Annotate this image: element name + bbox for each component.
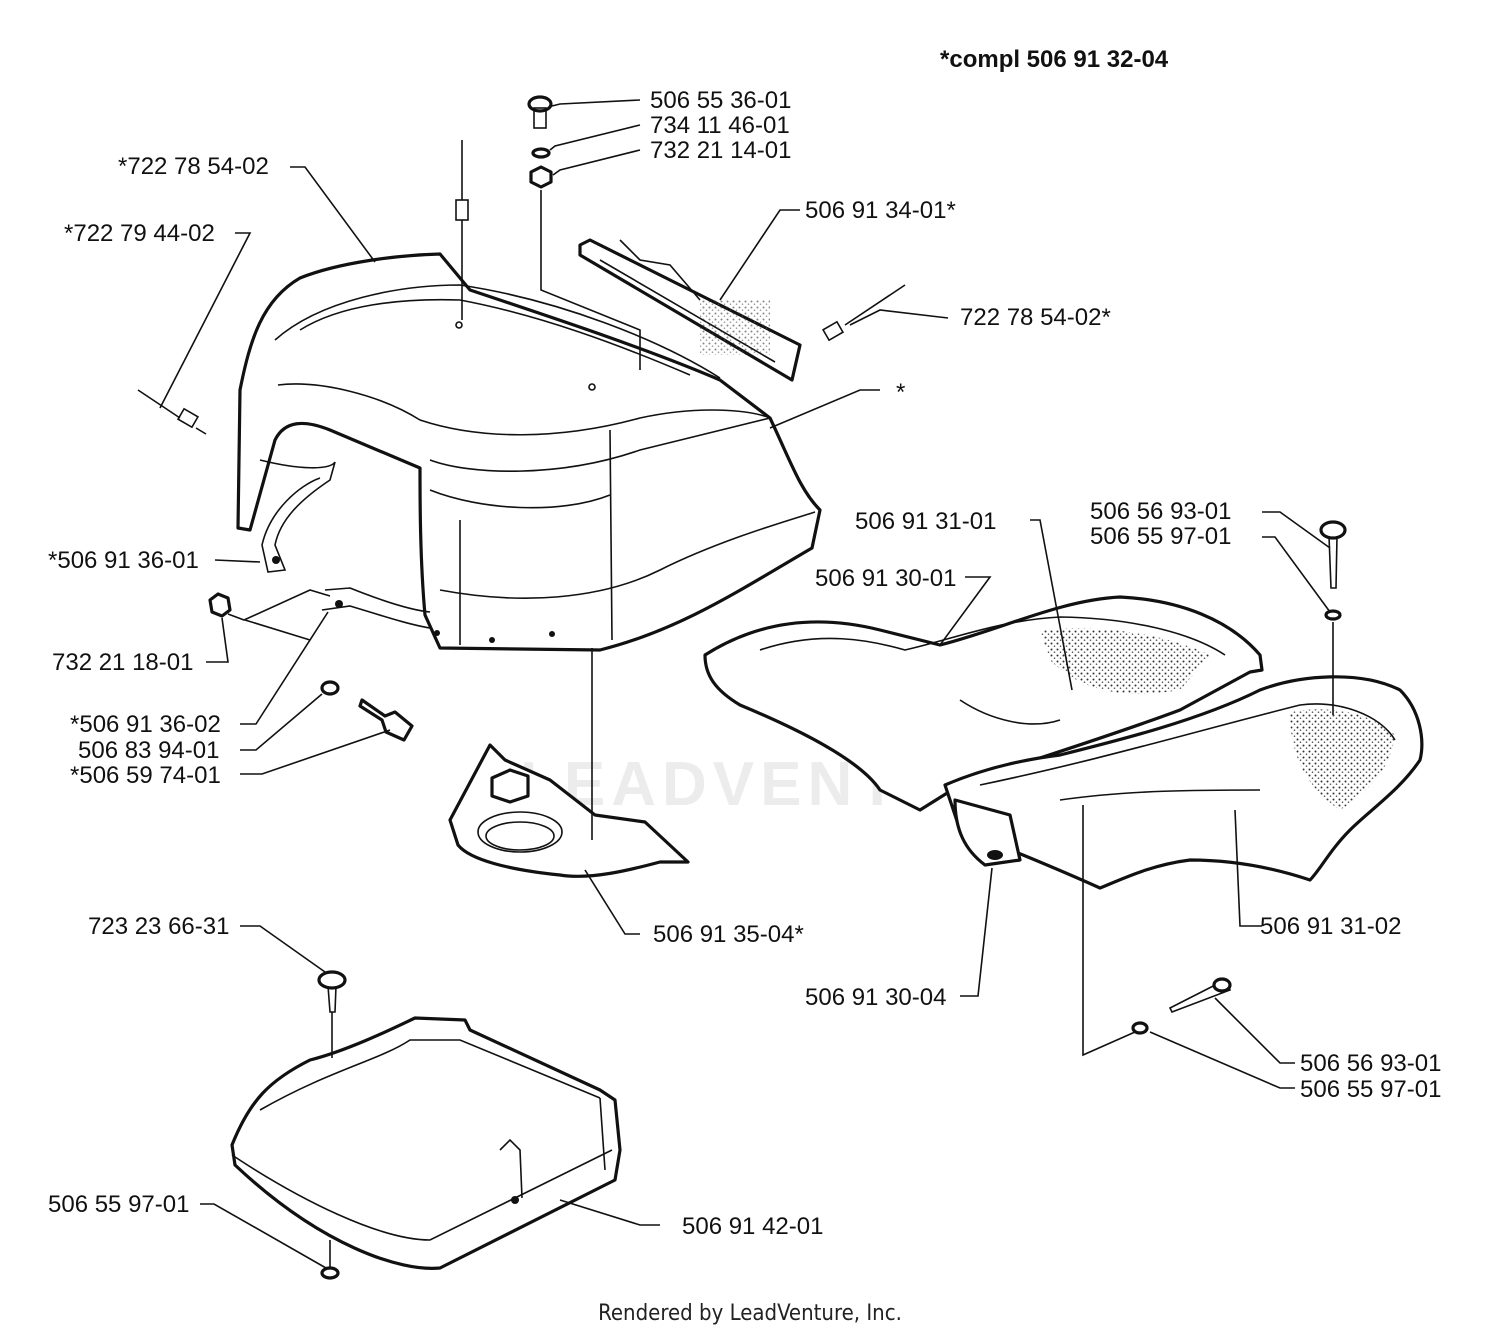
part-label: 506 56 93-01 — [1300, 1050, 1441, 1077]
part-label: 506 55 97-01 — [48, 1191, 189, 1218]
left-rivet-part — [137, 389, 207, 435]
part-label: 722 78 54-02* — [960, 304, 1111, 331]
part-label: 506 91 31-01 — [855, 508, 996, 535]
leader-lines — [159, 99, 1331, 1269]
part-label: *506 91 36-02 — [70, 711, 221, 738]
hood-rivet-part — [455, 140, 469, 320]
part-labels: 506 55 36-01 734 11 46-01 732 21 14-01 *… — [48, 87, 1441, 1240]
vent-grille-part — [578, 238, 802, 382]
part-label: 732 21 14-01 — [650, 137, 791, 164]
part-label: 506 55 36-01 — [650, 87, 791, 114]
assembly-note: *compl 506 91 32-04 — [940, 46, 1169, 73]
left-footrest-part — [703, 595, 1264, 812]
battery-cover-part — [230, 970, 622, 1280]
hood-bracket-part — [259, 459, 431, 629]
part-label: 506 91 31-02 — [1260, 913, 1401, 940]
part-label: 506 55 97-01 — [1300, 1076, 1441, 1103]
part-label: 506 91 30-01 — [815, 565, 956, 592]
hood-part — [236, 252, 822, 652]
part-label: *722 79 44-02 — [64, 220, 215, 247]
footer-credit: Rendered by LeadVenture, Inc. — [598, 1301, 902, 1326]
part-label: 732 21 18-01 — [52, 649, 193, 676]
part-label: 734 11 46-01 — [650, 112, 790, 139]
part-label: 506 91 34-01* — [805, 197, 956, 224]
part-label: 506 83 94-01 — [78, 737, 219, 764]
part-label: *506 59 74-01 — [70, 762, 221, 789]
part-label: * — [896, 379, 905, 406]
lower-left-fasteners — [208, 592, 414, 742]
part-label: 506 56 93-01 — [1090, 498, 1231, 525]
part-label: 506 91 42-01 — [682, 1213, 823, 1240]
top-fastener-stack — [527, 95, 641, 370]
right-footrest-part — [943, 675, 1424, 890]
dash-panel-part — [448, 648, 690, 878]
part-label: 506 91 35-04* — [653, 921, 804, 948]
part-label: *722 78 54-02 — [118, 153, 269, 180]
part-label: 506 55 97-01 — [1090, 523, 1231, 550]
lower-knob-fastener — [1082, 805, 1232, 1057]
right-knob-fastener — [1319, 520, 1347, 715]
right-rivet-part — [821, 284, 906, 342]
part-label: 506 91 30-04 — [805, 984, 946, 1011]
part-label: 723 23 66-31 — [88, 913, 229, 940]
part-label: *506 91 36-01 — [48, 547, 199, 574]
